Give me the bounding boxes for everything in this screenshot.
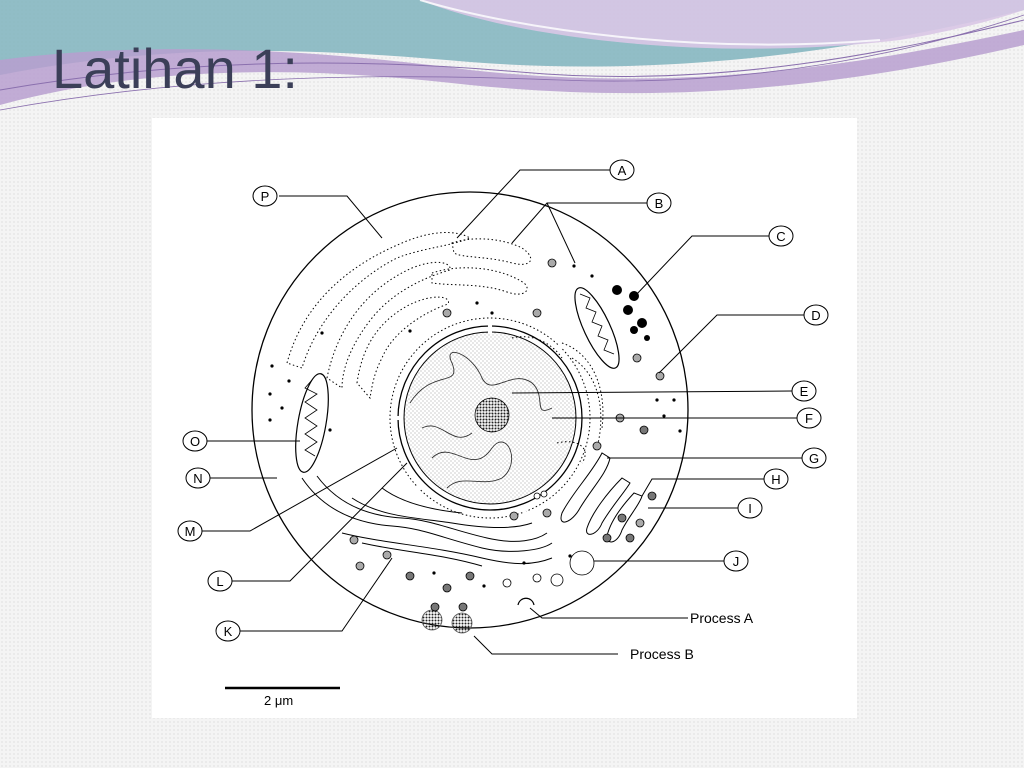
svg-text:E: E [800,384,809,399]
label-o: O [182,430,208,452]
svg-text:N: N [193,471,202,486]
svg-text:D: D [811,308,820,323]
svg-text:B: B [655,196,664,211]
golgi-apparatus [560,452,643,543]
svg-text:I: I [748,501,752,516]
rough-er-perinuclear [511,336,604,464]
label-f: F [796,407,822,429]
svg-text:J: J [733,554,740,569]
header-wave-decoration [0,0,1024,111]
label-c: C [768,225,794,247]
label-n: N [185,467,211,489]
label-m: M [177,520,203,542]
svg-text:A: A [618,163,627,178]
svg-text:C: C [776,229,785,244]
svg-text:K: K [224,624,233,639]
slide-title: Latihan 1: [52,37,298,100]
label-d: D [803,304,829,326]
svg-text:H: H [771,472,780,487]
secretory-vesicles [421,602,473,634]
vesicles [349,258,665,593]
svg-text:G: G [809,451,819,466]
label-a: A [609,159,635,181]
lysosome-granules [612,285,650,341]
ribosomes [268,264,682,588]
smooth-er [301,475,553,567]
label-p: P [252,185,278,207]
label-k: K [215,620,241,642]
label-g: G [801,447,827,469]
animal-cell-diagram: A B C D E F G H I J K L M N O P Process … [177,159,829,708]
nucleolus [474,397,510,433]
leader-lines [202,169,804,655]
svg-text:M: M [185,524,196,539]
label-l: L [207,570,233,592]
nucleus [389,317,591,519]
mitochondrion-right [574,287,620,369]
label-i: I [737,497,763,519]
label-b: B [646,192,672,214]
svg-text:F: F [805,411,813,426]
svg-text:L: L [216,574,223,589]
process-a-label: Process A [690,610,754,626]
label-j: J [723,550,749,572]
label-h: H [763,468,789,490]
rough-er [286,232,532,400]
label-e: E [791,380,817,402]
endocytosis-invagination [517,597,535,606]
svg-text:P: P [261,189,270,204]
svg-text:O: O [190,434,200,449]
cell-diagram-panel: A B C D E F G H I J K L M N O P Process … [152,118,857,718]
scale-bar-label: 2 μm [264,693,293,708]
mitochondrion-left [295,373,329,473]
process-b-label: Process B [630,646,694,662]
